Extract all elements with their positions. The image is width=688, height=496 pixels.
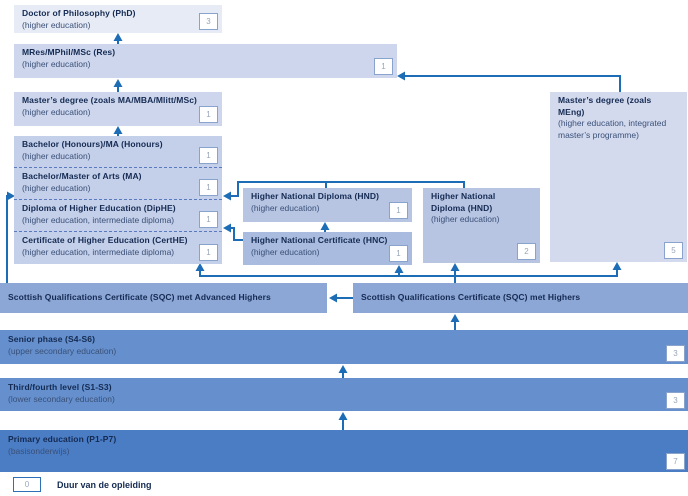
node-third-subtitle: (lower secondary education) <box>8 393 115 404</box>
duration-badge: 7 <box>666 453 685 470</box>
node-sqc-highers: Scottish Qualifications Certificate (SQC… <box>353 283 688 313</box>
node-hnc-title: Higher National Certificate (HNC) <box>251 235 388 245</box>
node-hnc: Higher National Certificate (HNC) (highe… <box>243 232 412 265</box>
node-ma-subtitle: (higher education) <box>22 182 91 193</box>
node-meng-subtitle: (higher education, integrated master’s p… <box>558 118 667 140</box>
legend-duration-badge: 0 <box>13 477 41 492</box>
duration-badge: 1 <box>199 244 218 261</box>
node-hnc-subtitle: (higher education) <box>251 246 320 257</box>
duration-badge: 1 <box>199 147 218 164</box>
node-senior-subtitle: (upper secondary education) <box>8 345 117 356</box>
arrow-head-up <box>195 263 205 271</box>
node-meng: Master’s degree (zoals MEng) (higher edu… <box>550 92 687 262</box>
node-diphe-title: Diploma of Higher Education (DipHE) <box>22 203 176 213</box>
node-certhe-subtitle: (higher education, intermediate diploma) <box>22 246 175 257</box>
node-meng-title: Master’s degree (zoals MEng) <box>558 95 652 117</box>
arrow-head-up <box>450 263 460 271</box>
arrow-head-up <box>338 412 348 420</box>
node-third-fourth-level: Third/fourth level (S1-S3) (lower second… <box>0 378 688 411</box>
bachelor-group: Bachelor (Honours)/MA (Honours) (higher … <box>14 136 222 264</box>
arrow-head-up <box>113 33 123 41</box>
node-certhe-title: Certificate of Higher Education (CertHE) <box>22 235 188 245</box>
duration-badge: 3 <box>199 13 218 30</box>
arrow-head-up <box>338 365 348 373</box>
duration-badge: 1 <box>389 245 408 262</box>
arrow-third-to-senior <box>338 365 348 378</box>
node-diphe-subtitle: (higher education, intermediate diploma) <box>22 214 175 225</box>
node-phd-subtitle: (higher education) <box>22 19 91 30</box>
node-bachelor-ma: Bachelor/Master of Arts (MA) (higher edu… <box>14 168 222 200</box>
node-masters-subtitle: (higher education) <box>22 106 91 117</box>
node-hnd2-title: Higher National Diploma (HND) <box>431 191 496 213</box>
node-honours-title: Bachelor (Honours)/MA (Honours) <box>22 139 163 149</box>
node-diphe: Diploma of Higher Education (DipHE) (hig… <box>14 200 222 232</box>
arrow-shaft <box>405 75 621 92</box>
node-primary-education: Primary education (P1-P7) (basisonderwij… <box>0 430 688 472</box>
node-masters-title: Master’s degree (zoals MA/MBA/Mlitt/MSc) <box>22 95 197 105</box>
arrow-head-up <box>612 262 622 270</box>
arrow-primary-to-third <box>338 412 348 430</box>
duration-badge: 5 <box>664 242 683 259</box>
node-masters-degree: Master’s degree (zoals MA/MBA/Mlitt/MSc)… <box>14 92 222 126</box>
arrow-sqc-highers-bus <box>195 262 622 283</box>
duration-badge: 1 <box>199 179 218 196</box>
arrow-senior-to-sqc-highers <box>450 314 460 330</box>
node-honours-subtitle: (higher education) <box>22 150 91 161</box>
node-ma-title: Bachelor/Master of Arts (MA) <box>22 171 142 181</box>
legend: 0 Duur van de opleiding <box>13 477 152 492</box>
arrow-head-up <box>394 265 404 273</box>
arrow-shaft <box>6 195 8 283</box>
arrow-hnc-to-diphe <box>223 223 243 241</box>
node-senior-title: Senior phase (S4-S6) <box>8 334 96 344</box>
node-certhe: Certificate of Higher Education (CertHE)… <box>14 232 222 264</box>
node-hnd: Higher National Diploma (HND) (higher ed… <box>243 188 412 222</box>
duration-badge: 1 <box>199 106 218 123</box>
node-sqc-highers-title: Scottish Qualifications Certificate (SQC… <box>361 292 581 303</box>
duration-badge: 1 <box>199 211 218 228</box>
duration-badge: 3 <box>666 345 685 362</box>
node-senior-phase: Senior phase (S4-S6) (upper secondary ed… <box>0 330 688 364</box>
node-hnd-subtitle: (higher education) <box>251 202 320 213</box>
node-mres: MRes/MPhil/MSc (Res) (higher education) … <box>14 44 397 78</box>
arrow-head-left <box>397 71 405 81</box>
arrow-sqc-highers-to-advanced <box>329 293 353 303</box>
arrow-head-up <box>320 222 330 230</box>
node-mres-subtitle: (higher education) <box>22 58 91 69</box>
duration-badge: 1 <box>374 58 393 75</box>
node-phd: Doctor of Philosophy (PhD) (higher educa… <box>14 5 222 33</box>
node-third-title: Third/fourth level (S1-S3) <box>8 382 112 392</box>
node-sqc-advanced-highers: Scottish Qualifications Certificate (SQC… <box>0 283 327 313</box>
arrow-hnc-to-hnd <box>320 222 330 232</box>
duration-badge: 2 <box>517 243 536 260</box>
arrow-masters-to-mres <box>113 79 123 92</box>
duration-badge: 3 <box>666 392 685 409</box>
arrow-head-up <box>113 79 123 87</box>
node-hnd-2: Higher National Diploma (HND) (higher ed… <box>423 188 540 263</box>
node-bachelor-honours: Bachelor (Honours)/MA (Honours) (higher … <box>14 136 222 168</box>
arrow-head-up <box>113 126 123 134</box>
node-phd-title: Doctor of Philosophy (PhD) <box>22 8 136 18</box>
duration-badge: 1 <box>389 202 408 219</box>
arrow-shaft <box>231 227 243 241</box>
arrow-head-left <box>223 191 231 201</box>
node-hnd-title: Higher National Diploma (HND) <box>251 191 380 201</box>
node-sqc-advanced-title: Scottish Qualifications Certificate (SQC… <box>8 292 271 303</box>
arrow-shaft <box>199 269 618 283</box>
node-primary-subtitle: (basisonderwijs) <box>8 445 70 456</box>
arrow-head-left <box>223 223 231 233</box>
legend-label: Duur van de opleiding <box>57 479 152 490</box>
node-hnd2-subtitle: (higher education) <box>431 214 500 224</box>
arrow-mres-to-phd <box>113 33 123 44</box>
arrow-honours-to-masters <box>113 126 123 136</box>
node-mres-title: MRes/MPhil/MSc (Res) <box>22 47 116 57</box>
arrow-head-left <box>329 293 337 303</box>
arrow-head-up <box>450 314 460 322</box>
node-primary-title: Primary education (P1-P7) <box>8 434 117 444</box>
arrow-meng-to-mres <box>397 71 621 92</box>
